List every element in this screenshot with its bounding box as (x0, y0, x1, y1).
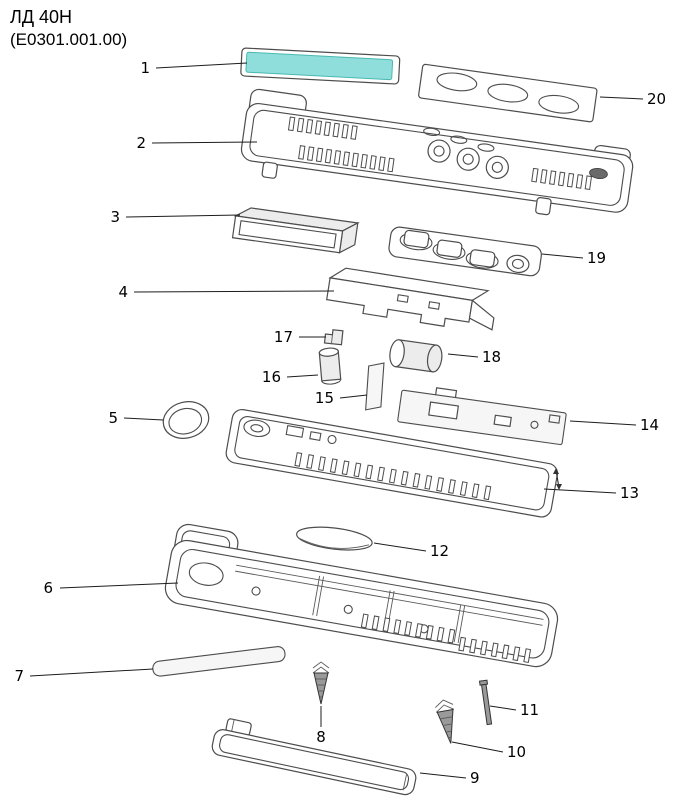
part-label-9: 9 (470, 769, 480, 787)
part-label-1: 1 (140, 59, 150, 77)
part-label-15: 15 (315, 389, 334, 407)
part-label-8: 8 (316, 728, 326, 746)
part-16-capacitor (318, 347, 342, 385)
title-block: ЛД 40Н (E0301.001.00) (10, 6, 127, 51)
part-15-insulator-film (365, 362, 385, 411)
part-label-13: 13 (620, 484, 639, 502)
part-1-window-glass (240, 47, 401, 85)
leader-lines (29, 62, 644, 779)
part-2-top-housing (240, 88, 634, 216)
part-17-clip (323, 329, 344, 346)
part-label-6: 6 (43, 579, 53, 597)
part-label-18: 18 (482, 348, 501, 366)
part-label-3: 3 (110, 208, 120, 226)
part-label-16: 16 (262, 368, 281, 386)
part-label-14: 14 (640, 416, 659, 434)
part-6-bottom-housing (164, 523, 559, 668)
part-8-screw (312, 661, 330, 705)
part-5-lens (162, 401, 210, 439)
part-11-pin (478, 679, 493, 726)
part-label-17: 17 (274, 328, 293, 346)
part-18-cylinder-component (389, 339, 443, 373)
part-label-10: 10 (507, 743, 526, 761)
part-label-5: 5 (108, 409, 118, 427)
dimension-arrow (553, 468, 562, 490)
model-code: (E0301.001.00) (10, 30, 128, 50)
part-label-11: 11 (520, 701, 539, 719)
part-label-7: 7 (14, 667, 24, 685)
part-label-4: 4 (118, 283, 128, 301)
part-3-foam-pad (231, 207, 360, 254)
part-12-oval-lens (296, 526, 373, 551)
part-13-chassis-frame (225, 408, 559, 518)
part-9-battery-cover (211, 718, 417, 796)
part-label-20: 20 (647, 90, 666, 108)
part-10-screw (435, 699, 455, 744)
part-label-2: 2 (136, 134, 146, 152)
part-14-circuit-board (397, 387, 567, 446)
part-7-gasket (152, 646, 286, 677)
model-name: ЛД 40Н (10, 7, 73, 27)
part-label-19: 19 (587, 249, 606, 267)
part-label-12: 12 (430, 542, 449, 560)
part-20-keypad-overlay (418, 63, 598, 123)
part-19-button-pad (388, 226, 542, 277)
part-4-bracket (325, 267, 495, 331)
part-labels: 1 2 3 4 5 6 7 8 9 10 11 12 13 14 15 16 1… (14, 59, 666, 787)
